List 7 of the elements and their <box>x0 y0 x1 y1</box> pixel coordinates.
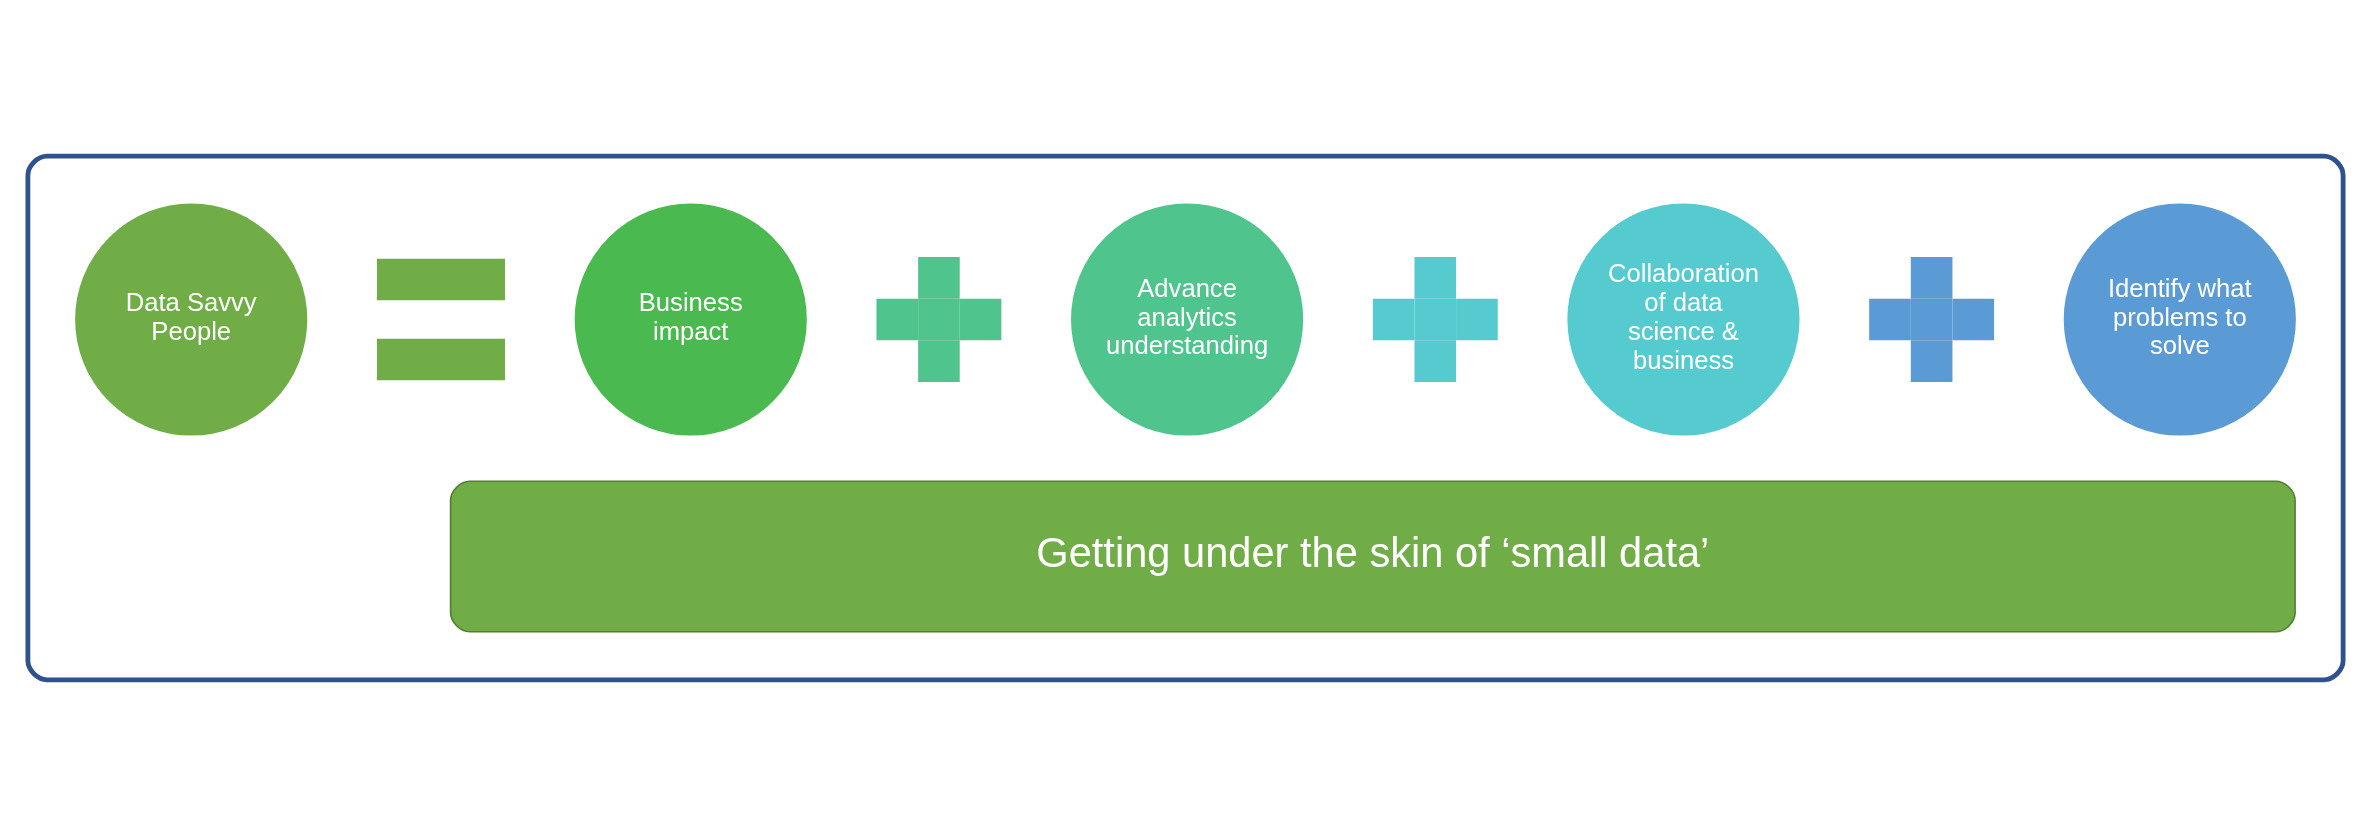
cluster <box>25 153 2346 683</box>
node-circle: Identify what problems to solve <box>2063 203 2296 436</box>
node-circle: Advance analytics understanding <box>1071 203 1304 436</box>
node-circle: Collaboration of data science & business <box>1567 203 1800 436</box>
node-circle: Data Savvy People <box>75 203 308 436</box>
node-box: Getting under the skin of ‘small data’ <box>449 480 2296 633</box>
node-circle: Business impact <box>574 203 807 436</box>
